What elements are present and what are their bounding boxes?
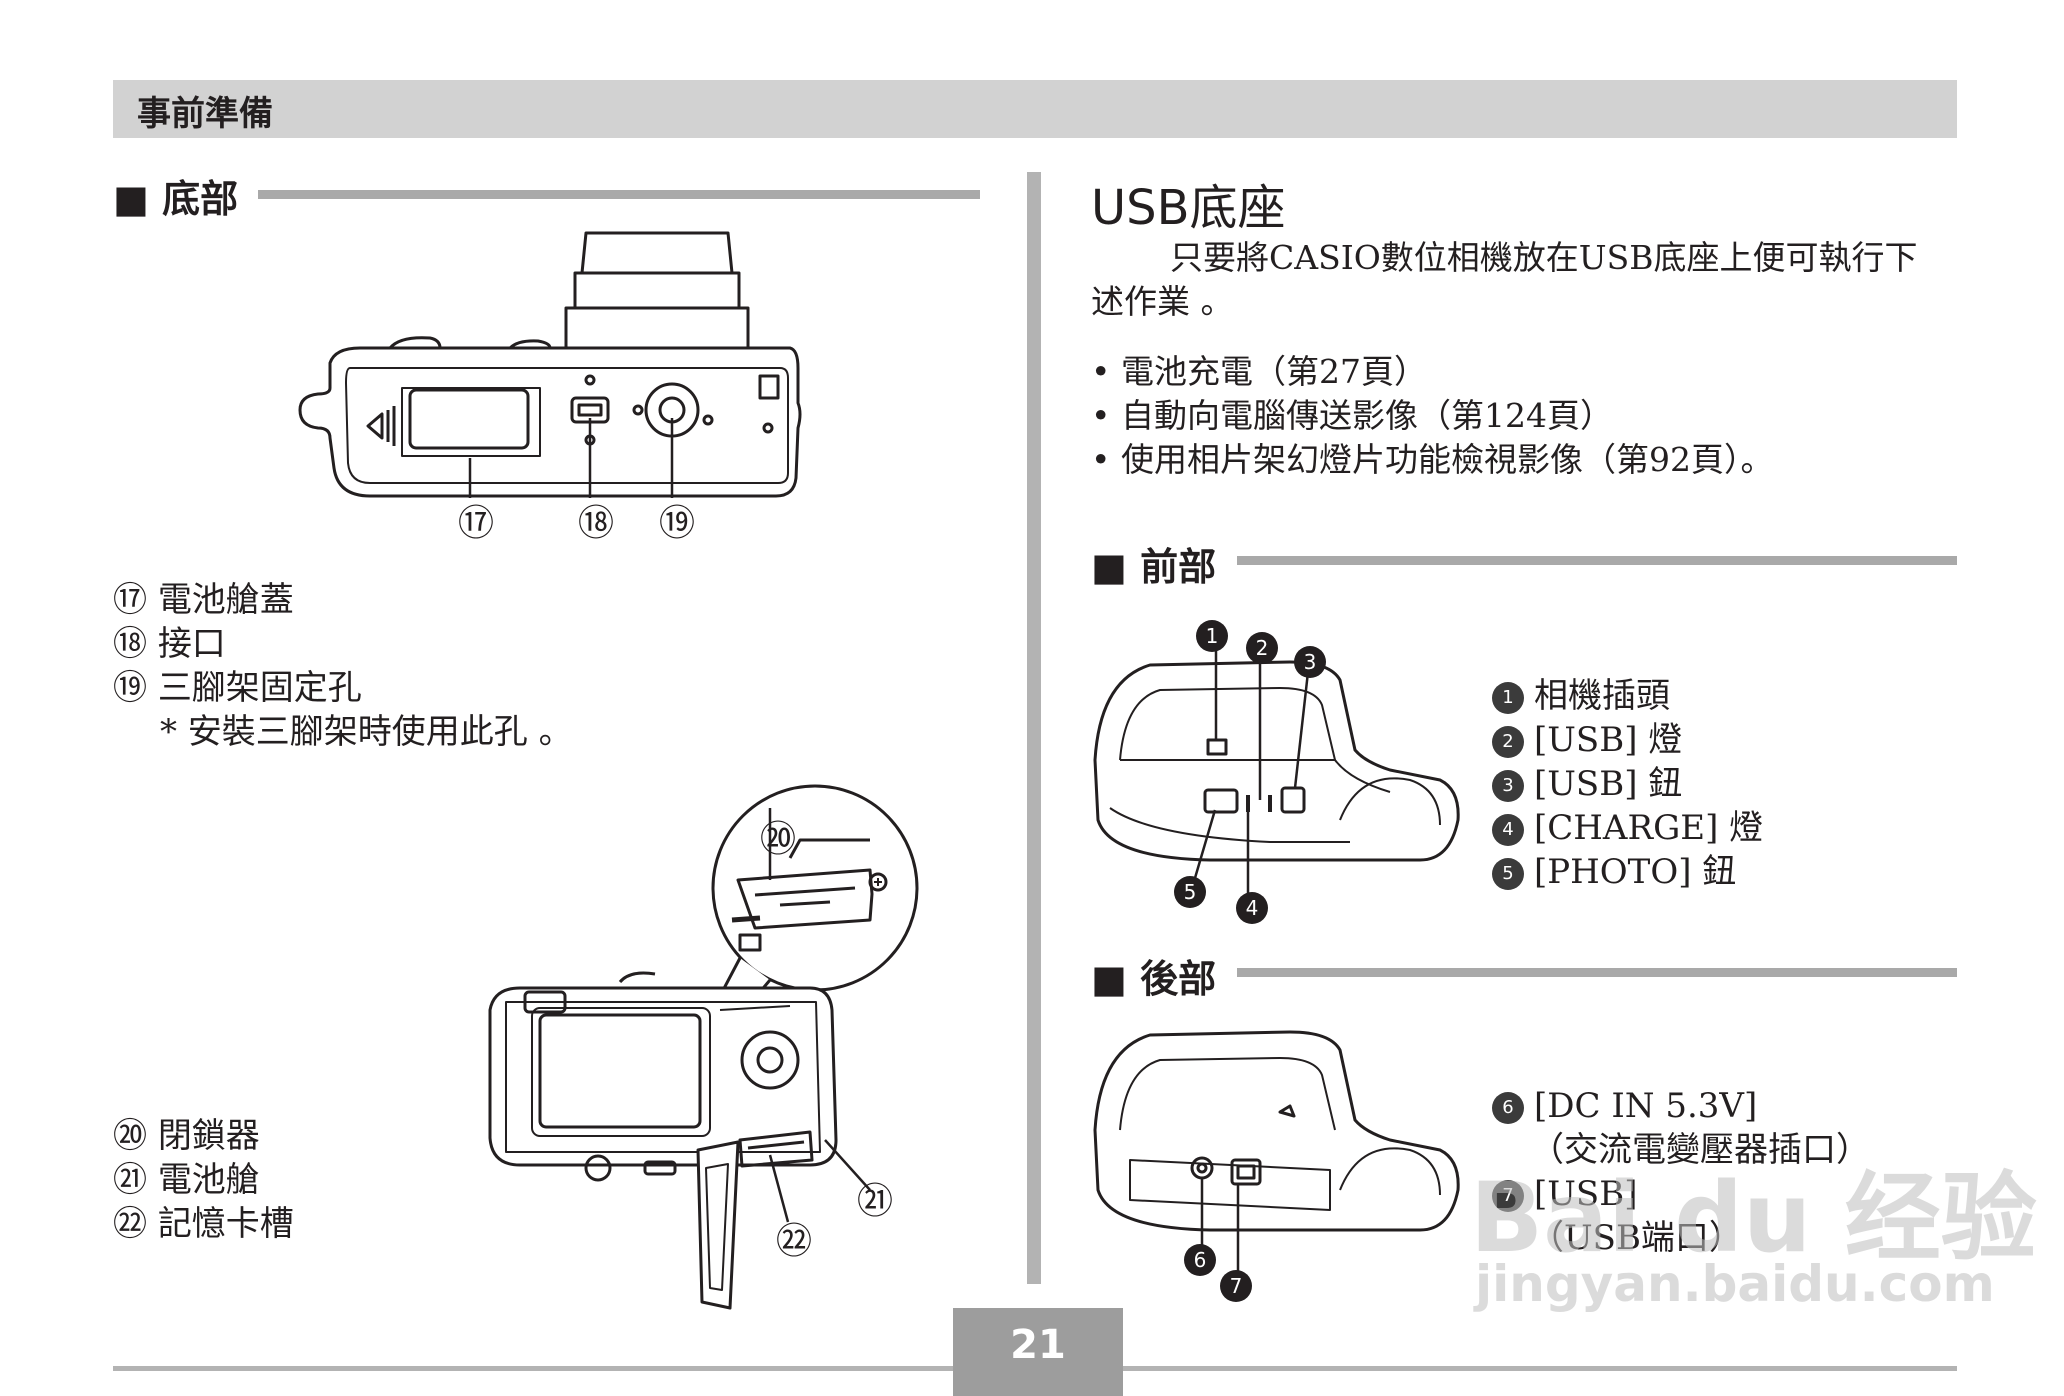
watermark-url: jingyan.baidu.com xyxy=(1475,1255,1995,1313)
intro-line-1: 只要將CASIO數位相機放在USB底座上便可執行下 xyxy=(1170,238,1918,277)
bullet-transfer: • 自動向電腦傳送影像（第124頁） xyxy=(1091,396,1613,435)
label-usb-lamp: 2[USB] 燈 xyxy=(1492,718,1682,762)
camera-bottom-illustration xyxy=(298,231,802,498)
front-callout-4: 4 xyxy=(1246,896,1259,920)
bullet-charge: • 電池充電（第27頁） xyxy=(1091,352,1427,391)
front-callout-5: 5 xyxy=(1184,880,1197,904)
label-latch: ⑳ 閉鎖器 xyxy=(113,1116,260,1156)
column-divider xyxy=(1027,172,1041,1284)
footer-rule-left xyxy=(113,1366,953,1371)
footer-rule-right xyxy=(1123,1366,1957,1371)
front-section-heading: ■ 前部 xyxy=(1091,545,1217,589)
camera-battery-illustration xyxy=(488,784,919,1310)
label-battery-cover: ⑰ 電池艙蓋 xyxy=(113,580,294,620)
rear-section-rule xyxy=(1237,968,1957,977)
label-usb-port-desc: （USB端口） xyxy=(1530,1218,1743,1258)
page-number-box: 21 xyxy=(953,1308,1123,1396)
callout-21: ㉑ xyxy=(857,1181,894,1222)
callout-17: ⑰ xyxy=(458,503,495,544)
page-number: 21 xyxy=(1010,1322,1066,1368)
label-battery-compartment: ㉑ 電池艙 xyxy=(113,1160,260,1200)
label-usb-port: 7[USB] xyxy=(1492,1172,1637,1216)
label-dc-in-desc: （交流電變壓器插口） xyxy=(1530,1130,1870,1170)
label-dc-in: 6[DC IN 5.3V] xyxy=(1492,1084,1757,1128)
front-callout-3: 3 xyxy=(1304,650,1317,674)
label-photo-button: 5[PHOTO] 鈕 xyxy=(1492,850,1736,894)
callout-19: ⑲ xyxy=(659,503,696,544)
intro-line-2: 述作業 。 xyxy=(1091,282,1234,321)
rear-callout-6: 6 xyxy=(1194,1248,1207,1272)
label-connector: ⑱ 接口 xyxy=(113,624,226,664)
header-title: 事前準備 xyxy=(137,94,273,134)
bottom-section-heading: ■ 底部 xyxy=(113,177,239,221)
tripod-note: * 安裝三腳架時使用此孔 。 xyxy=(160,712,573,752)
label-charge-lamp: 4[CHARGE] 燈 xyxy=(1492,806,1763,850)
label-memory-card-slot: ㉒ 記憶卡槽 xyxy=(113,1204,294,1244)
front-section-rule xyxy=(1237,556,1957,565)
rear-callout-7: 7 xyxy=(1230,1274,1243,1298)
callout-22: ㉒ xyxy=(776,1221,813,1262)
label-usb-button: 3[USB] 鈕 xyxy=(1492,762,1682,806)
front-callout-2: 2 xyxy=(1256,636,1269,660)
bullet-photo-stand: • 使用相片架幻燈片功能檢視影像（第92頁）。 xyxy=(1091,440,1774,479)
callout-20: ⑳ xyxy=(760,819,797,860)
rear-section-heading: ■ 後部 xyxy=(1091,957,1217,1001)
callout-18: ⑱ xyxy=(578,503,615,544)
cradle-rear-illustration: 6 7 xyxy=(1093,1030,1460,1302)
label-tripod-hole: ⑲ 三腳架固定孔 xyxy=(113,668,362,708)
front-callout-1: 1 xyxy=(1206,624,1219,648)
bottom-section-rule xyxy=(258,190,980,199)
cradle-front-illustration: 1 2 3 4 5 xyxy=(1093,620,1460,924)
header-bar: 事前準備 xyxy=(113,80,1957,138)
watermark-logo: Bai du 经验 xyxy=(1470,1162,2037,1274)
usb-cradle-title: USB底座 xyxy=(1091,180,1286,236)
